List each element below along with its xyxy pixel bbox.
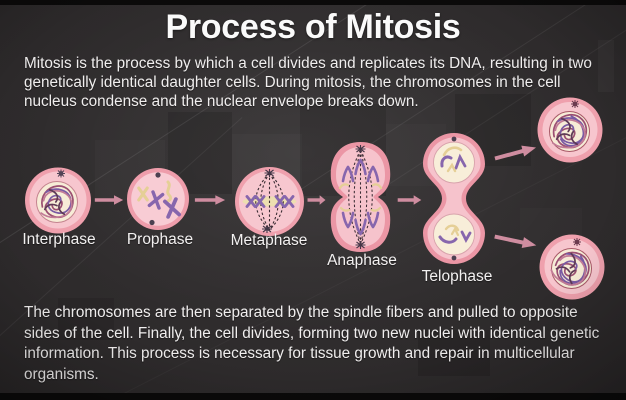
stage-label-interphase: Interphase: [22, 231, 96, 248]
metaphase-cell-illustration: [235, 167, 304, 236]
flow-arrow-2: [194, 195, 226, 205]
intro-paragraph: Mitosis is the process by which a cell d…: [24, 55, 592, 110]
flow-arrow-3: [307, 195, 326, 205]
bottom-frame-bar: [0, 393, 626, 400]
flow-arrow-4: [397, 195, 422, 205]
telophase-cell-illustration: [423, 133, 485, 264]
daughter-cell-bottom-illustration: [539, 234, 605, 300]
top-frame-bar: [0, 0, 626, 5]
stage-label-metaphase: Metaphase: [230, 232, 308, 249]
stage-label-anaphase: Anaphase: [327, 252, 397, 269]
conclusion-paragraph: The chromosomes are then separated by th…: [24, 304, 600, 383]
interphase-cell-illustration: [25, 167, 91, 234]
daughter-cell-top-illustration: [537, 97, 603, 163]
stage-label-prophase: Prophase: [126, 231, 194, 248]
flow-arrow-1: [94, 195, 124, 205]
flow-arrow-to-bottom-daughter: [494, 234, 537, 249]
prophase-cell-illustration: [127, 168, 189, 230]
flow-arrow-to-top-daughter: [494, 145, 537, 161]
page-title: Process of Mitosis: [165, 8, 461, 46]
stage-label-telophase: Telophase: [421, 268, 493, 285]
anaphase-cell-illustration: [330, 142, 391, 252]
